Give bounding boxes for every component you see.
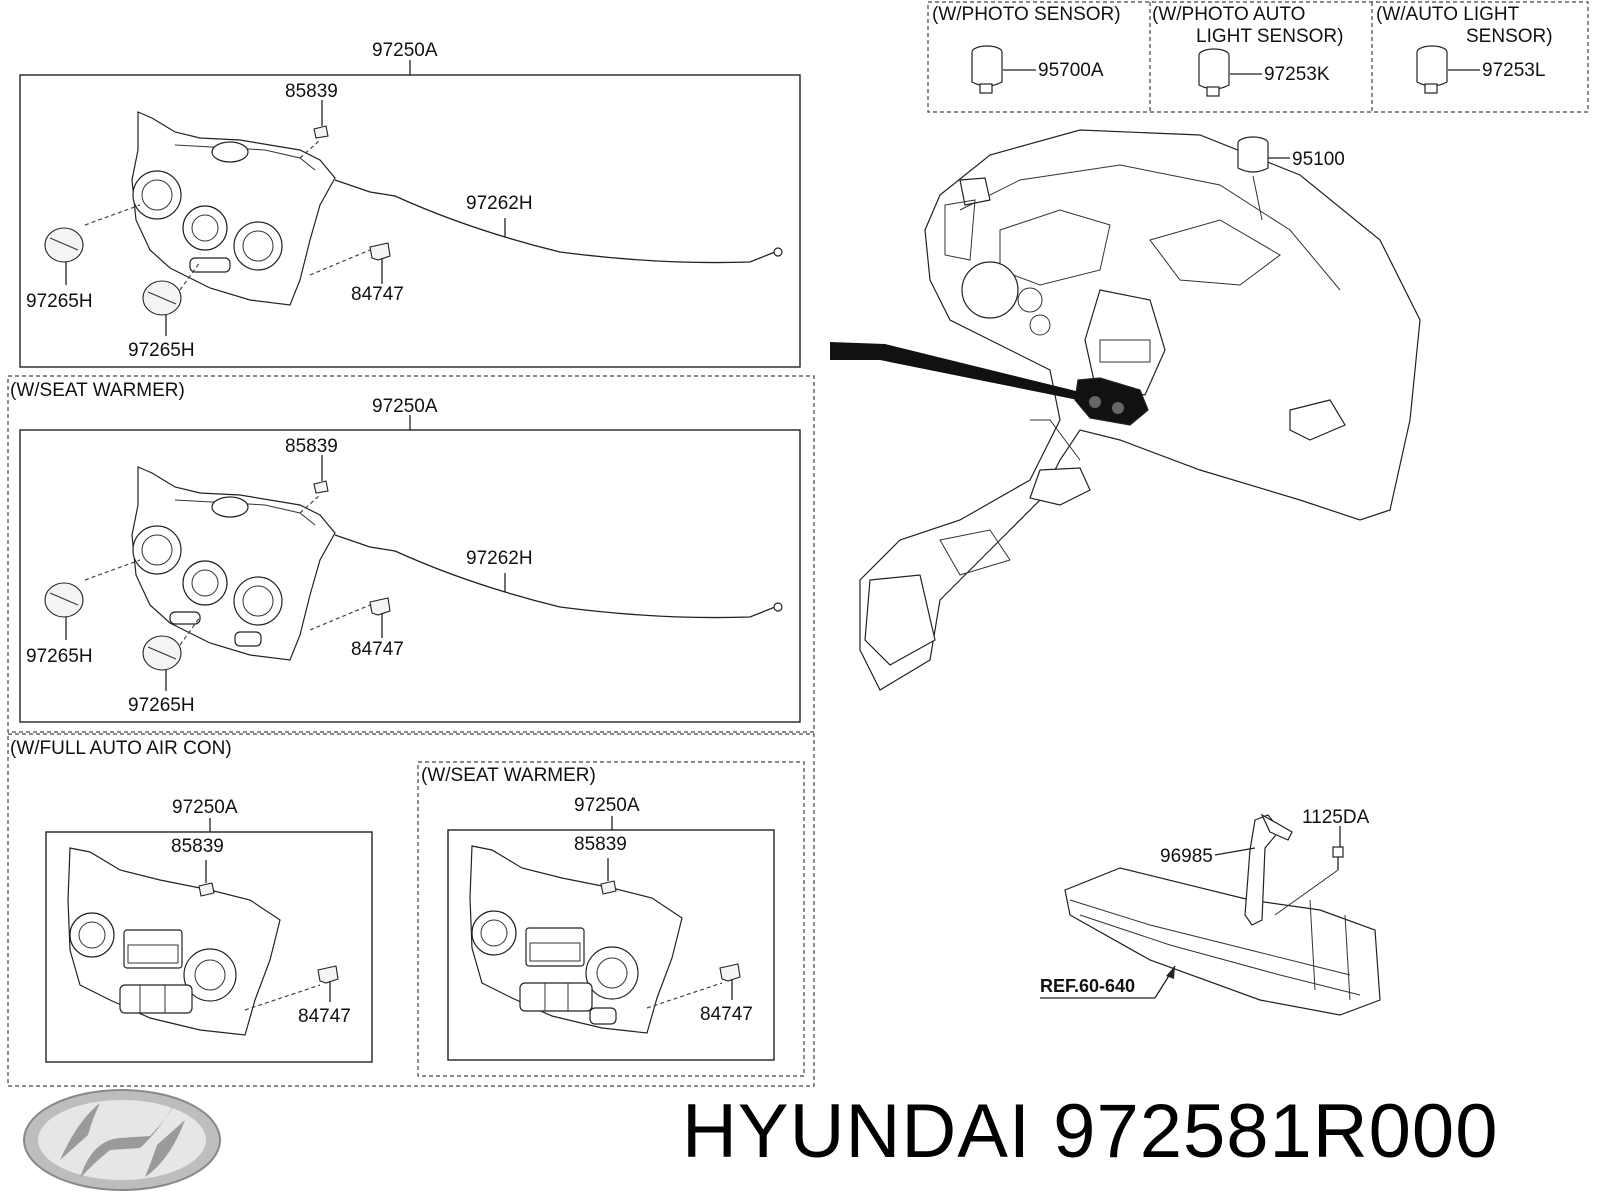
- heater-control-panel-top: 97250A 85839 97262H 9: [19, 40, 801, 368]
- reference-label: REF.60-640: [1040, 976, 1135, 996]
- dashboard-overview-drawing: 95100: [830, 129, 1421, 691]
- photo-sensor-part-label: 95700A: [1038, 60, 1104, 81]
- part-number: 972581R000: [1053, 1089, 1499, 1174]
- full-auto-caption: (W/FULL AUTO AIR CON): [10, 738, 232, 759]
- bolt-icon: [1332, 846, 1344, 870]
- control-unit-drawing: [84, 466, 371, 661]
- photo-auto-sensor-icon: [1198, 48, 1230, 97]
- bracket-icon: [719, 963, 741, 982]
- clip-label: 85839: [285, 81, 338, 102]
- photo-auto-sensor-caption-2: LIGHT SENSOR): [1196, 26, 1343, 47]
- assembly-label: 97250A: [574, 795, 640, 816]
- photo-sensor-icon: [971, 45, 1003, 94]
- hyundai-logo: [23, 1089, 221, 1191]
- bracket-icon: [369, 242, 391, 261]
- auto-control-unit-drawing: [67, 847, 321, 1036]
- bracket-label: 84747: [700, 1004, 753, 1025]
- clip-icon: [600, 880, 617, 895]
- bracket-part-label: 96985: [1160, 846, 1213, 867]
- knob-bottom-label: 97265H: [128, 695, 195, 716]
- control-cable: [334, 534, 776, 619]
- auto-light-sensor-caption-2: SENSOR): [1466, 26, 1553, 47]
- knob-icon: [44, 227, 84, 263]
- bracket-assembly-drawing: 96985 1125DA REF.60-640: [1040, 807, 1381, 1016]
- auto-control-unit-drawing: [469, 845, 723, 1034]
- cable-label: 97262H: [466, 548, 533, 569]
- full-auto-air-con-group: (W/FULL AUTO AIR CON) 97250A 85839 84747…: [7, 733, 815, 1087]
- auto-light-sensor-part-label: 97253L: [1482, 60, 1545, 81]
- assembly-label: 97250A: [172, 797, 238, 818]
- bracket-icon: [317, 965, 339, 984]
- knob-left-label: 97265H: [26, 291, 93, 312]
- bracket-label: 84747: [351, 284, 404, 305]
- bracket-icon: [369, 597, 391, 616]
- photo-auto-sensor-caption: (W/PHOTO AUTO: [1152, 4, 1305, 25]
- control-cable: [334, 179, 776, 264]
- photo-auto-sensor-part-label: 97253K: [1264, 64, 1330, 85]
- auto-light-sensor-icon: [1416, 45, 1448, 94]
- clip-icon: [313, 480, 329, 494]
- dashboard-sensor-part-label: 95100: [1292, 149, 1345, 170]
- heater-control-panel-seat-warmer: (W/SEAT WARMER) 97250A 85839 97262H: [7, 375, 815, 733]
- bolt-part-label: 1125DA: [1302, 807, 1370, 828]
- clip-label: 85839: [171, 836, 224, 857]
- bracket-label: 84747: [298, 1006, 351, 1027]
- knob-bottom-label: 97265H: [128, 340, 195, 361]
- control-unit-drawing: [84, 111, 371, 306]
- leader-wedge: [830, 342, 1080, 400]
- clip-label: 85839: [285, 436, 338, 457]
- clip-icon: [313, 125, 329, 139]
- seat-warmer-caption: (W/SEAT WARMER): [10, 380, 185, 401]
- sensor-variants: (W/PHOTO SENSOR) (W/PHOTO AUTO LIGHT SEN…: [927, 1, 1589, 113]
- dashboard-sensor-icon: [1237, 136, 1269, 173]
- auto-light-sensor-caption: (W/AUTO LIGHT: [1376, 4, 1520, 25]
- clip-icon: [198, 882, 215, 897]
- bracket-label: 84747: [351, 639, 404, 660]
- brand-title: HYUNDAI 972581R000: [682, 1088, 1498, 1175]
- cable-label: 97262H: [466, 193, 533, 214]
- knob-icon: [44, 582, 84, 618]
- knob-left-label: 97265H: [26, 646, 93, 667]
- assembly-label: 97250A: [372, 396, 438, 417]
- photo-sensor-caption: (W/PHOTO SENSOR): [932, 4, 1121, 25]
- full-auto-seat-caption: (W/SEAT WARMER): [421, 765, 596, 786]
- clip-label: 85839: [574, 834, 627, 855]
- assembly-label: 97250A: [372, 40, 438, 61]
- brand-name: HYUNDAI: [682, 1089, 1032, 1174]
